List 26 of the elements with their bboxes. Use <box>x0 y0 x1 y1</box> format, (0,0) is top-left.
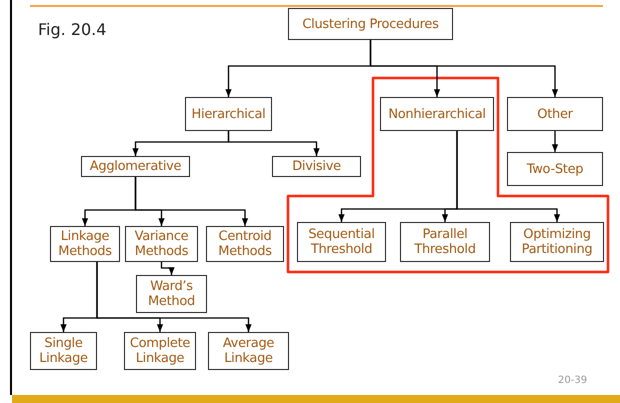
category-box: Optimizing Partitioning <box>510 222 604 262</box>
arrow <box>160 262 175 275</box>
category-box: Agglomerative <box>81 156 190 177</box>
category-box: Linkage Methods <box>50 226 120 262</box>
category-box: Centroid Methods <box>206 226 284 262</box>
category-box: Hierarchical <box>185 97 272 131</box>
arrow <box>370 40 558 97</box>
category-box: Ward’s Method <box>136 275 207 313</box>
category-box: Other <box>507 97 603 131</box>
page-number: 20-39 <box>558 375 588 386</box>
category-box: Two-Step <box>507 152 603 186</box>
category-box: Average Linkage <box>208 332 289 370</box>
category-box: Clustering Procedures <box>288 8 453 40</box>
arrow <box>96 262 252 332</box>
category-box: Parallel Threshold <box>400 222 490 262</box>
category-box: Single Linkage <box>30 332 97 370</box>
arrow <box>228 131 320 156</box>
category-box: Divisive <box>272 156 361 177</box>
arrow <box>552 131 558 152</box>
category-box: Nonhierarchical <box>380 97 494 131</box>
category-box: Sequential Threshold <box>297 222 386 262</box>
arrow <box>456 131 560 222</box>
category-box: Variance Methods <box>125 226 198 262</box>
arrow <box>134 177 248 226</box>
figure-number: Fig. 20.4 <box>38 20 106 39</box>
category-box: Complete Linkage <box>124 332 196 370</box>
